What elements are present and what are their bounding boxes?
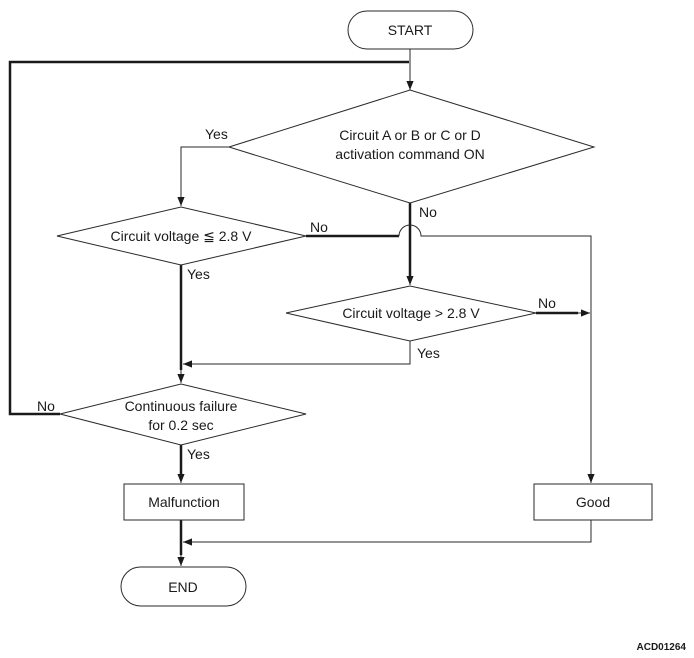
edge-continuous-no-loop (8, 60, 409, 416)
end-label: END (168, 579, 198, 595)
low-voltage-yes-label: Yes (187, 266, 210, 282)
activation-no-label: No (419, 204, 437, 220)
activation-line-1: Circuit A or B or C or D (339, 127, 481, 143)
end-terminal (120, 566, 247, 607)
start-terminal (347, 10, 474, 50)
activation-yes-label: Yes (205, 126, 228, 142)
continuous-no-label: No (37, 398, 55, 414)
high-voltage-label: Circuit voltage > 2.8 V (342, 305, 480, 321)
good-box (533, 483, 653, 521)
malfunction-label: Malfunction (148, 494, 220, 510)
high-voltage-no-label: No (538, 295, 556, 311)
continuous-line-1: Continuous failure (125, 398, 238, 414)
figure-id: ACD01264 (637, 642, 687, 653)
low-voltage-no-label: No (310, 219, 328, 235)
continuous-yes-label: Yes (187, 446, 210, 462)
continuous-decision (59, 383, 307, 446)
edge-high-voltage-yes (183, 341, 411, 368)
edge-low-voltage-no-to-good (398, 224, 595, 483)
low-voltage-label: Circuit voltage ≦ 2.8 V (111, 228, 253, 244)
activation-decision (227, 89, 596, 204)
edge-good-to-merge (183, 520, 592, 546)
activation-line-2: activation command ON (335, 146, 484, 162)
high-voltage-decision (285, 285, 537, 342)
high-voltage-yes-label: Yes (417, 345, 440, 361)
start-label: START (388, 22, 433, 38)
malfunction-box (123, 483, 245, 521)
good-label: Good (576, 494, 610, 510)
edge-activation-yes (177, 146, 229, 206)
low-voltage-decision (56, 206, 307, 266)
continuous-line-2: for 0.2 sec (148, 417, 213, 433)
